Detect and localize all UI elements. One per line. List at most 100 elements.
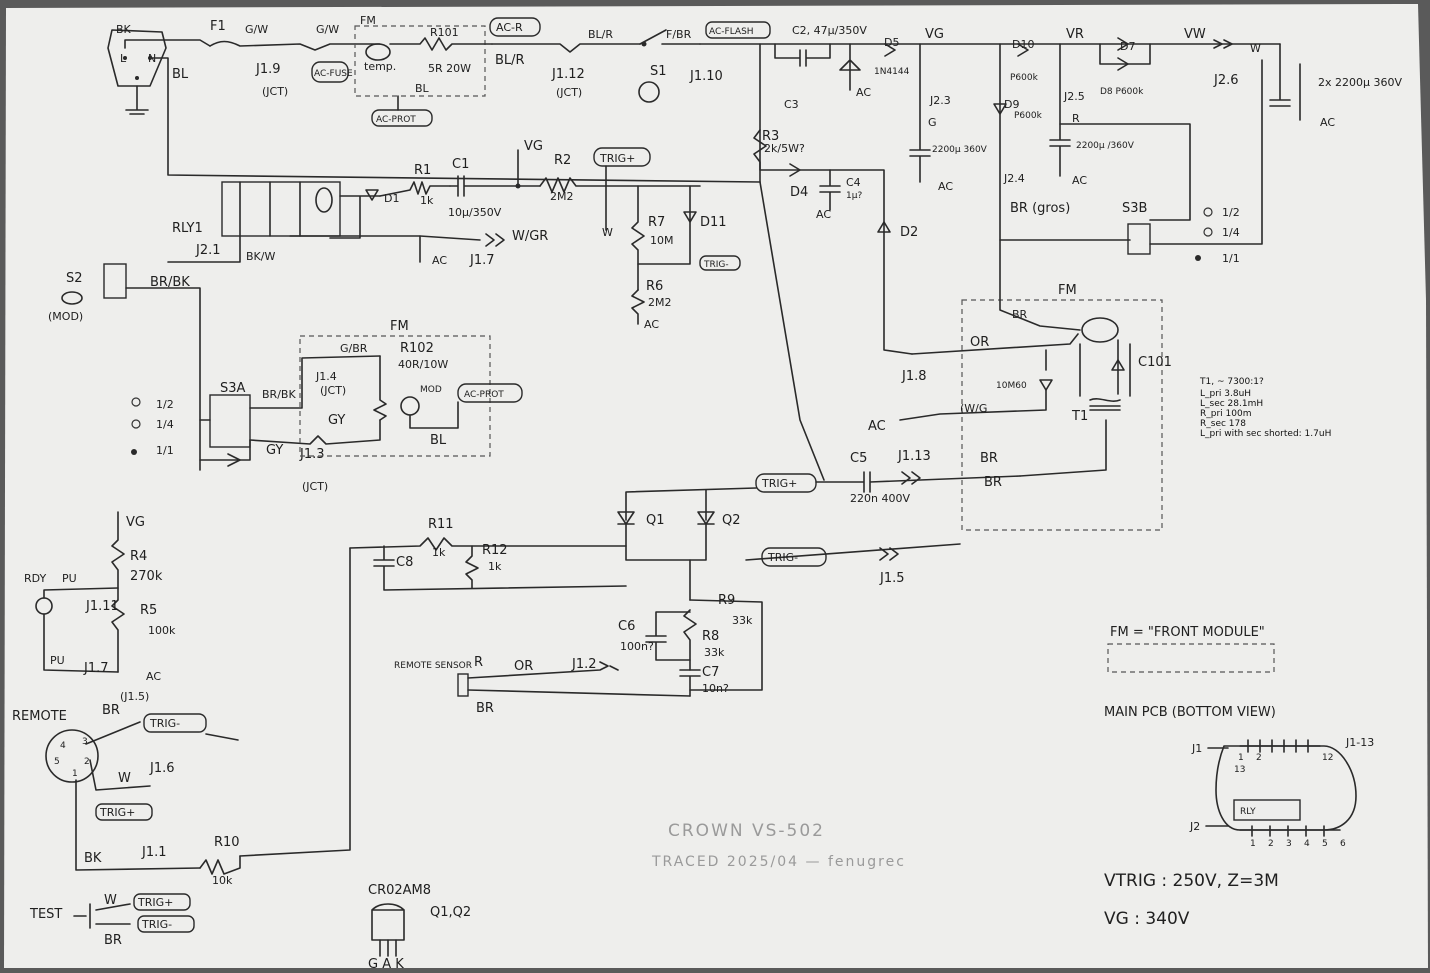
- t1-note-1: L_pri 3.8uH: [1200, 389, 1251, 399]
- label-r5-value: 100k: [148, 624, 176, 637]
- label-j1-9: J1.9: [255, 62, 281, 77]
- label-j1-2: J1.2: [571, 657, 597, 672]
- label-s3b-quarter: 1/4: [1222, 226, 1240, 239]
- label-jct-2: (JCT): [556, 86, 582, 99]
- t1-note-0: T1, ~ 7300:1?: [1199, 377, 1264, 387]
- switch-s3a[interactable]: [209, 394, 251, 448]
- label-j2-1: J2.1: [195, 243, 221, 258]
- label-j1-10: J1.10: [689, 69, 723, 84]
- label-pcb-rly: RLY: [1240, 807, 1256, 817]
- label-trig-plus-test: TRIG+: [137, 896, 173, 909]
- title-traced: TRACED 2025/04 — fenugrec: [651, 854, 906, 870]
- pcb-pin-bot-2: 2: [1268, 839, 1274, 849]
- label-jct-3: (JCT): [302, 480, 328, 493]
- label-c4-value: 1µ?: [846, 191, 862, 201]
- label-bk-w: BK/W: [246, 250, 275, 263]
- label-s3b: S3B: [1122, 201, 1147, 216]
- label-j1-13: J1.13: [897, 449, 931, 464]
- label-c6: C6: [618, 619, 635, 634]
- label-r4: R4: [130, 549, 147, 564]
- label-rly1: RLY1: [172, 221, 203, 236]
- label-r11: R11: [428, 517, 454, 532]
- pcb-pin-bot-1: 1: [1250, 839, 1256, 849]
- label-remote-sensor: REMOTE SENSOR: [394, 661, 472, 671]
- label-bl-2: BL: [415, 82, 430, 95]
- label-r8: R8: [702, 629, 719, 644]
- label-s3b-full: 1/1: [1222, 252, 1240, 265]
- label-j1-8: J1.8: [901, 369, 927, 384]
- label-w-test: W: [104, 893, 117, 908]
- label-r9: R9: [718, 593, 735, 608]
- label-q1q2: Q1,Q2: [430, 905, 471, 920]
- label-s3a: S3A: [220, 381, 246, 396]
- label-j2-5: J2.5: [1063, 90, 1085, 103]
- label-vg-value: VG : 340V: [1104, 909, 1190, 929]
- label-ac-prot-mid: AC-PROT: [464, 390, 504, 400]
- label-d5-part: 1N4144: [874, 67, 910, 77]
- label-cr02am8: CR02AM8: [368, 883, 431, 898]
- svg-text:L: L: [120, 52, 127, 65]
- label-t1: T1: [1071, 409, 1088, 424]
- label-r102-value: 40R/10W: [398, 358, 448, 371]
- label-ac-c4: AC: [816, 208, 831, 221]
- label-fm-right: FM: [1058, 283, 1077, 298]
- label-s3b-half: 1/2: [1222, 206, 1240, 219]
- fm-mid-module: [299, 335, 491, 457]
- label-p600k-2: P600k: [1014, 111, 1043, 121]
- label-r6: R6: [646, 279, 663, 294]
- label-r9-value: 33k: [732, 614, 753, 627]
- pcb-pin-bot-5: 5: [1322, 839, 1328, 849]
- pin-2: 2: [84, 757, 90, 767]
- label-w-top: W: [1250, 42, 1261, 55]
- label-br-sensor: BR: [476, 701, 494, 716]
- label-main-pcb: MAIN PCB (BOTTOM VIEW): [1104, 705, 1276, 720]
- package-outline: [371, 903, 405, 941]
- t1-note-5: L_pri with sec shorted: 1.7uH: [1200, 429, 1331, 439]
- label-r8-value: 33k: [704, 646, 725, 659]
- label-j1-5: J1.5: [879, 571, 905, 586]
- label-pcb-j2: J2: [1189, 820, 1200, 833]
- label-d1: D1: [384, 192, 399, 205]
- label-r3-value: 2k/5W?: [764, 142, 805, 155]
- label-br-bk-s2: BR/BK: [150, 275, 190, 290]
- label-r11-value: 1k: [432, 546, 446, 559]
- label-bl: BL: [172, 67, 189, 82]
- label-ac-flash: AC-FLASH: [709, 27, 754, 37]
- label-temp: temp.: [364, 60, 396, 73]
- label-r6-value: 2M2: [648, 296, 672, 309]
- remote-sensor: [457, 673, 469, 697]
- label-or: OR: [970, 335, 989, 350]
- label-rdy: RDY: [24, 572, 47, 585]
- pin-4: 4: [60, 741, 66, 751]
- fm-right-module: [961, 299, 1163, 531]
- label-r101: R101: [430, 26, 459, 39]
- label-ac-rly: AC: [432, 254, 447, 267]
- label-bk-remote: BK: [84, 851, 102, 866]
- switch-s3b[interactable]: [1127, 223, 1151, 255]
- label-ac-r6: AC: [644, 318, 659, 331]
- pcb-outline: RLY J1 J1-13 1 2 12 13 J2 1 2 3 4 5 6: [1189, 736, 1374, 849]
- pcb-pin-bot-4: 4: [1304, 839, 1310, 849]
- label-j1-5-paren: (J1.5): [120, 690, 149, 703]
- label-q1: Q1: [646, 513, 665, 528]
- label-or-sensor: OR: [514, 659, 533, 674]
- paper-background: [4, 4, 1428, 968]
- pin-1: 1: [72, 769, 78, 779]
- label-br-remote: BR: [102, 703, 120, 718]
- label-d2: D2: [900, 225, 918, 240]
- label-fm-definition: FM = "FRONT MODULE": [1110, 625, 1265, 640]
- label-br-fm: BR: [1012, 308, 1028, 321]
- label-fm-mid: FM: [390, 319, 409, 334]
- label-c2: C2, 47µ/350V: [792, 24, 867, 37]
- label-trig-plus-mid: TRIG+: [761, 477, 797, 490]
- label-2200-r: 2200µ /360V: [1076, 141, 1135, 151]
- label-br-bk-s3a: BR/BK: [262, 388, 296, 401]
- label-vg-r2: VG: [524, 139, 543, 154]
- label-s3a-quarter: 1/4: [156, 418, 174, 431]
- label-r2-value: 2M2: [550, 190, 574, 203]
- pcb-pin-top-1: 1: [1238, 753, 1244, 763]
- label-ac-c3: AC: [856, 86, 871, 99]
- label-ac-r: AC-R: [496, 21, 523, 34]
- label-r-node: R: [1072, 112, 1080, 125]
- label-trig-minus-remote: TRIG-: [149, 717, 180, 730]
